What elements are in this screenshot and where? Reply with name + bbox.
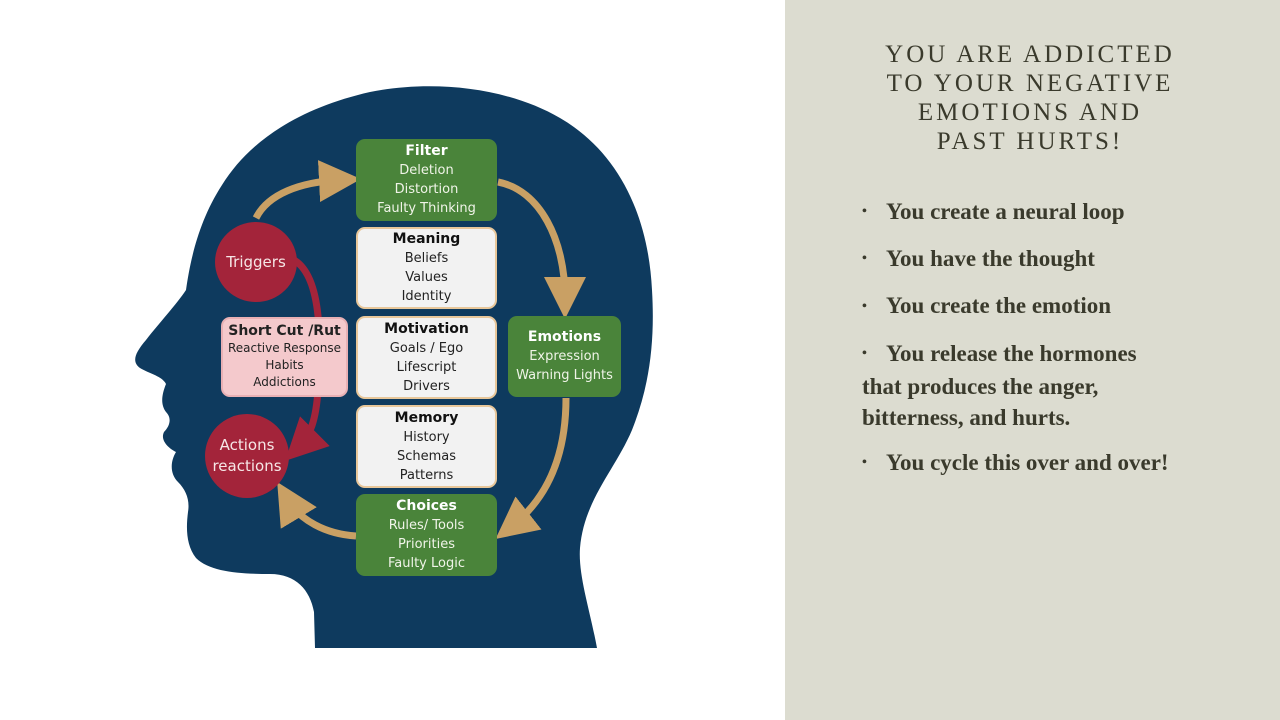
bullet-text: You release the hormones	[886, 340, 1137, 366]
motivation-box: Motivation Goals / Ego Lifescript Driver…	[356, 316, 497, 399]
filter-line: Deletion	[399, 163, 454, 178]
motivation-title: Motivation	[384, 320, 469, 337]
bullet-text: You have the thought	[886, 246, 1095, 272]
arrow-triggers-to-filter	[252, 160, 361, 220]
choices-line: Priorities	[398, 537, 455, 552]
bullet-item: • You have the thought	[862, 243, 1222, 276]
meaning-line: Values	[405, 270, 448, 285]
shortcut-line: Addictions	[253, 375, 316, 389]
meaning-box: Meaning Beliefs Values Identity	[356, 227, 497, 309]
motivation-line: Goals / Ego	[389, 340, 464, 356]
choices-line: Faulty Logic	[387, 556, 465, 571]
text-panel	[785, 0, 1280, 720]
shortcut-line: Habits	[265, 358, 304, 372]
bullet-text: You cycle this over and over!	[886, 449, 1169, 475]
bullet-continuation: that produces the anger,	[862, 373, 1099, 399]
motivation-line: Lifescript	[396, 359, 457, 375]
bullet-icon: •	[862, 345, 867, 361]
bullet-text: You create the emotion	[886, 293, 1112, 319]
emotions-line: Warning Lights	[516, 368, 613, 383]
memory-line: History	[403, 429, 450, 445]
bullet-list: • You create a neural loop • You have the …	[862, 196, 1222, 494]
memory-line: Patterns	[399, 467, 454, 483]
actions-label-1: Actions	[219, 436, 275, 454]
title-line: TO YOUR NEGATIVE	[886, 70, 1174, 97]
filter-line: Faulty Thinking	[377, 201, 476, 216]
memory-box: Memory History Schemas Patterns	[356, 405, 497, 488]
bullet-text: You create a neural loop	[886, 199, 1125, 224]
meaning-line: Identity	[401, 289, 452, 304]
meaning-line: Beliefs	[404, 251, 449, 266]
choices-title: Choices	[396, 498, 457, 514]
title-line: EMOTIONS AND	[917, 99, 1143, 126]
memory-line: Schemas	[396, 448, 457, 464]
bullet-item: • You release the hormones that produces …	[862, 338, 1222, 433]
choices-line: Rules/ Tools	[388, 518, 465, 533]
triggers-label: Triggers	[226, 252, 286, 271]
title-line: YOU ARE ADDICTED	[885, 41, 1175, 68]
motivation-line: Drivers	[403, 378, 450, 394]
bullet-continuation: bitterness, and hurts.	[862, 404, 1071, 430]
filter-line: Distortion	[394, 182, 459, 197]
meaning-title: Meaning	[392, 231, 461, 247]
bullet-icon: •	[862, 455, 867, 471]
actions-label-2: reactions	[212, 457, 282, 475]
emotions-box: Emotions Expression Warning Lights	[508, 316, 621, 397]
actions-node: Actions reactions	[205, 414, 289, 498]
bullet-icon: •	[862, 298, 867, 314]
emotions-title: Emotions	[527, 329, 602, 345]
shortcut-line: Reactive Response	[227, 341, 342, 355]
bullet-item: • You create a neural loop	[862, 196, 1222, 229]
filter-box: Filter Deletion Distortion Faulty Thinki…	[356, 139, 497, 221]
emotions-line: Expression	[529, 349, 600, 364]
arrow-choices-to-actions	[277, 481, 357, 540]
shortcut-box: Short Cut /Rut Reactive Response Habits …	[221, 317, 348, 397]
shortcut-title: Short Cut /Rut	[228, 323, 341, 339]
filter-title: Filter	[405, 143, 448, 159]
bullet-icon: •	[862, 204, 867, 220]
arrow-filter-to-emotions	[497, 178, 586, 319]
bullet-item: • You create the emotion	[862, 290, 1222, 323]
triggers-node: Triggers	[215, 222, 297, 302]
memory-title: Memory	[394, 409, 459, 426]
bullet-item: • You cycle this over and over!	[862, 447, 1222, 480]
bullet-icon: •	[862, 251, 867, 267]
arrow-emotions-to-choices	[495, 397, 570, 540]
title-line: PAST HURTS!	[936, 128, 1124, 155]
slide-title: YOU ARE ADDICTED TO YOUR NEGATIVE EMOTIO…	[845, 40, 1215, 156]
choices-box: Choices Rules/ Tools Priorities Faulty L…	[356, 494, 497, 576]
